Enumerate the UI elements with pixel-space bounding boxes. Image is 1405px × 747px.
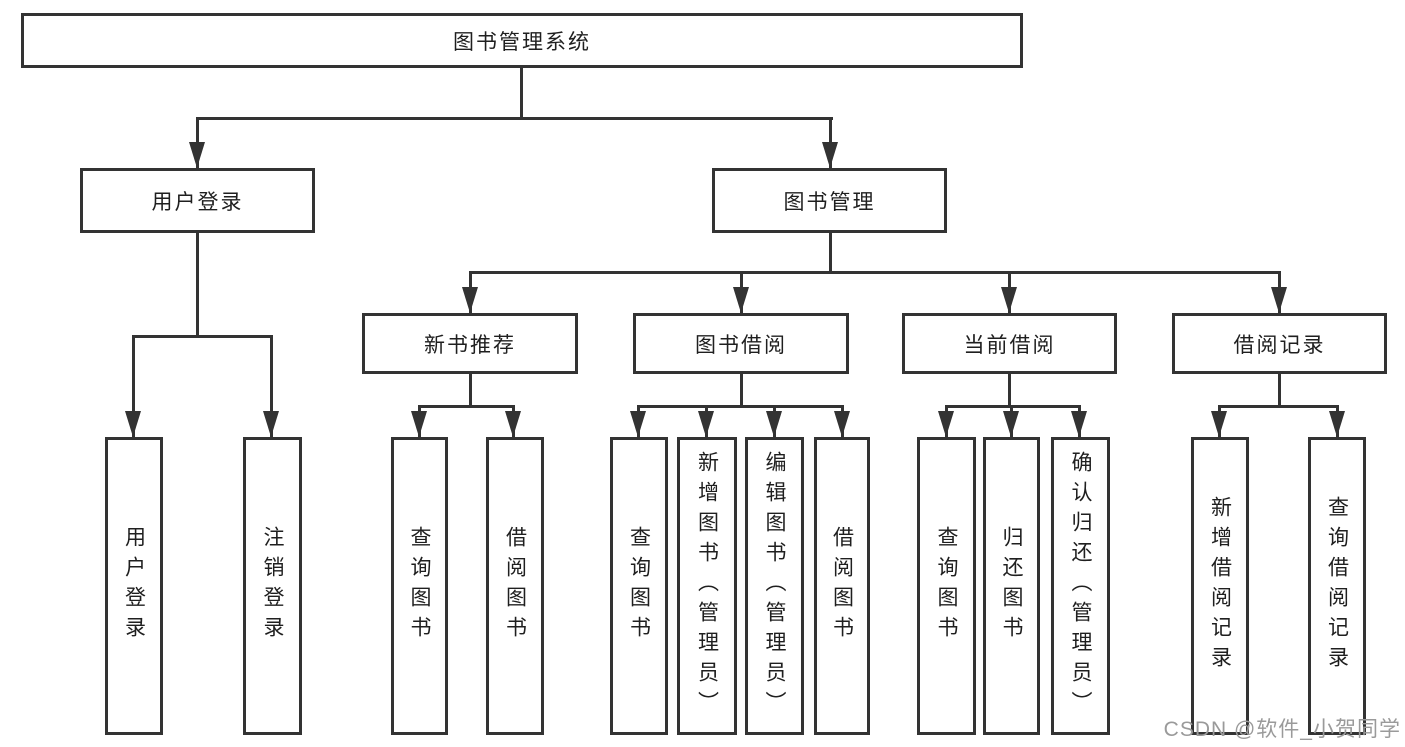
- node-br-query-record: 查询借阅记录: [1308, 437, 1366, 735]
- node-current-borrowing: 当前借阅: [902, 313, 1117, 374]
- node-br-add-record: 新增借阅记录: [1191, 437, 1249, 735]
- arrow-current-borrow-arrowhead-icon: [1001, 287, 1017, 313]
- node-cb-query-books: 查询图书: [917, 437, 976, 735]
- arrow-bb-query-arrowhead-icon: [630, 411, 646, 437]
- node-label: 用户登录: [151, 190, 244, 214]
- node-leaf-user-login: 用户登录: [105, 437, 163, 735]
- node-user-login: 用户登录: [80, 168, 315, 233]
- node-label: 查询图书: [935, 526, 958, 646]
- node-label: 图书管理系统: [453, 30, 591, 54]
- connector-current-rail: [945, 405, 1081, 408]
- arrow-nb-query-arrowhead-icon: [411, 411, 427, 437]
- arrow-book-management-arrowhead-icon: [822, 142, 838, 168]
- connector-book-borrow-down: [740, 374, 743, 406]
- connector-level1-rail: [196, 117, 833, 120]
- connector-stem-leaf-logout: [270, 335, 273, 437]
- node-label: 归还图书: [1000, 526, 1023, 646]
- node-bb-query-books: 查询图书: [610, 437, 668, 735]
- node-label: 编辑图书（管理员）: [763, 451, 786, 721]
- node-label: 借阅图书: [503, 526, 527, 646]
- node-label: 图书管理: [783, 190, 876, 214]
- node-label: 用户登录: [122, 526, 146, 646]
- node-nb-query-books: 查询图书: [391, 437, 448, 735]
- csdn-watermark: CSDN @软件_小贺同学: [1163, 718, 1401, 741]
- node-bb-add-books-admin: 新增图书（管理员）: [677, 437, 737, 735]
- arrow-book-borrow-arrowhead-icon: [733, 287, 749, 313]
- connector-new-book-rail: [418, 405, 515, 408]
- connector-level2-rail: [469, 271, 1280, 274]
- connector-user-login-down: [196, 233, 199, 338]
- node-label: 借阅记录: [1233, 333, 1326, 357]
- node-label: 确认归还（管理员）: [1069, 451, 1092, 721]
- node-label: 借阅图书: [830, 526, 854, 646]
- node-borrowing-records: 借阅记录: [1172, 313, 1387, 374]
- arrow-new-book-arrowhead-icon: [462, 287, 478, 313]
- node-label: 新增图书（管理员）: [695, 451, 719, 721]
- connector-stem-leaf-user-login: [132, 335, 135, 437]
- arrow-user-login-arrowhead-icon: [189, 142, 205, 168]
- node-bb-edit-books-admin: 编辑图书（管理员）: [745, 437, 804, 735]
- node-new-book-recommend: 新书推荐: [362, 313, 578, 374]
- arrow-br-query-arrowhead-icon: [1329, 411, 1345, 437]
- arrow-br-add-arrowhead-icon: [1211, 411, 1227, 437]
- node-bb-borrow-books: 借阅图书: [814, 437, 870, 735]
- node-label: 查询图书: [627, 526, 651, 646]
- node-book-borrowing: 图书借阅: [633, 313, 849, 374]
- arrow-nb-borrow-arrowhead-icon: [505, 411, 521, 437]
- connector-book-management-down: [829, 233, 832, 274]
- node-library-management-system: 图书管理系统: [21, 13, 1023, 68]
- node-cb-confirm-return-admin: 确认归还（管理员）: [1051, 437, 1110, 735]
- node-label: 查询借阅记录: [1325, 496, 1349, 676]
- connector-book-borrow-rail: [637, 405, 844, 408]
- connector-root-stem: [520, 68, 523, 119]
- connector-records-down: [1278, 374, 1281, 406]
- arrow-cb-query-arrowhead-icon: [938, 411, 954, 437]
- node-label: 新增借阅记录: [1208, 496, 1232, 676]
- connector-new-book-down: [469, 374, 472, 406]
- node-nb-borrow-books: 借阅图书: [486, 437, 544, 735]
- node-label: 查询图书: [408, 526, 431, 646]
- node-label: 注销登录: [261, 526, 284, 646]
- node-book-management: 图书管理: [712, 168, 947, 233]
- connector-current-down: [1008, 374, 1011, 406]
- connector-user-login-rail: [132, 335, 273, 338]
- node-label: 当前借阅: [963, 333, 1056, 357]
- arrow-bb-add-arrowhead-icon: [698, 411, 714, 437]
- connector-records-rail: [1218, 405, 1339, 408]
- arrow-bb-edit-arrowhead-icon: [766, 411, 782, 437]
- arrow-cb-return-arrowhead-icon: [1003, 411, 1019, 437]
- arrow-borrow-records-arrowhead-icon: [1271, 287, 1287, 313]
- node-leaf-logout: 注销登录: [243, 437, 302, 735]
- arrow-bb-borrow-arrowhead-icon: [834, 411, 850, 437]
- arrow-cb-confirm-arrowhead-icon: [1071, 411, 1087, 437]
- node-cb-return-books: 归还图书: [983, 437, 1040, 735]
- arrow-leaf-logout-arrowhead-icon: [263, 411, 279, 437]
- arrow-leaf-user-login-arrowhead-icon: [125, 411, 141, 437]
- node-label: 图书借阅: [695, 333, 787, 357]
- node-label: 新书推荐: [424, 333, 516, 357]
